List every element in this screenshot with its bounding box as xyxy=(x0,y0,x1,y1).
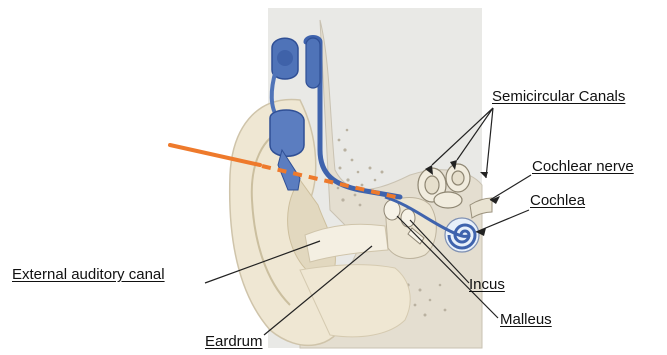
label-malleus: Malleus xyxy=(500,311,552,328)
label-incus: Incus xyxy=(469,276,505,293)
leader-semicircular-3 xyxy=(486,108,493,178)
label-eardrum: Eardrum xyxy=(205,333,263,350)
label-semicircular-canals: Semicircular Canals xyxy=(492,88,625,105)
label-external-auditory-canal: External auditory canal xyxy=(12,266,165,283)
incus-bone xyxy=(401,209,415,227)
label-cochlea: Cochlea xyxy=(530,192,585,209)
label-cochlear-nerve: Cochlear nerve xyxy=(532,158,634,175)
implant-receiver xyxy=(306,38,320,88)
leader-cochlear-nerve xyxy=(490,175,531,200)
